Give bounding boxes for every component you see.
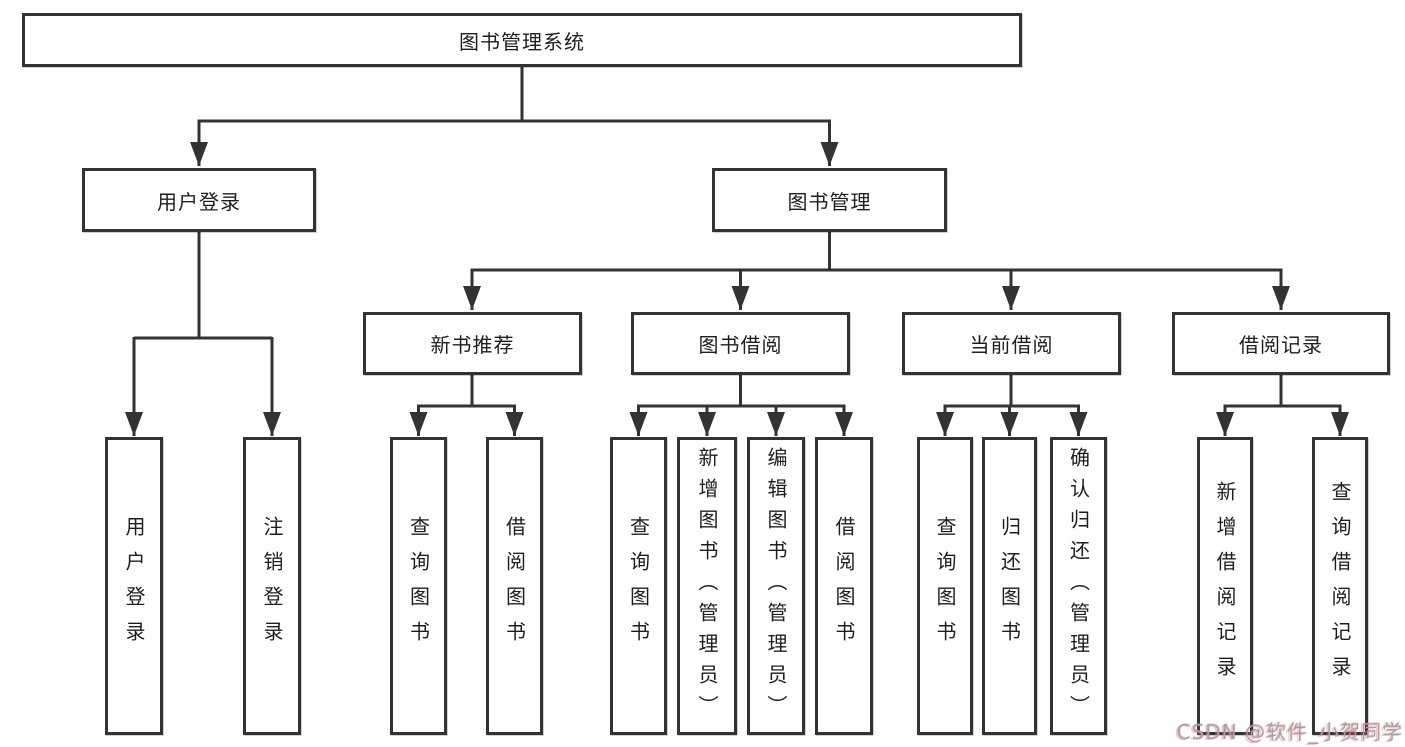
leaf-return-books: 归还图书 [982,437,1037,735]
node-current-borrowing: 当前借阅 [902,312,1121,375]
node-label: 新增借阅记录 [1213,481,1237,691]
node-label: 图书管理 [787,189,872,214]
node-label: 用户登录 [122,516,146,656]
leaf-query-borrow-record: 查询借阅记录 [1312,437,1368,735]
node-label: 当前借阅 [969,333,1054,357]
node-borrowing-records: 借阅记录 [1172,312,1390,375]
node-label: 查询图书 [406,516,431,656]
node-label: 编辑图书（管理员） [764,446,788,726]
node-label: 确认归还（管理员） [1066,446,1091,726]
leaf-confirm-return-admin: 确认归还（管理员） [1050,437,1107,735]
leaf-recommend-query-books: 查询图书 [390,437,447,735]
node-label: 查询借阅记录 [1328,481,1352,691]
node-book-borrowing: 图书借阅 [631,312,850,375]
node-label: 注销登录 [260,516,284,656]
leaf-current-query-books: 查询图书 [917,437,973,735]
leaf-logout: 注销登录 [243,437,301,735]
leaf-borrow-query-books: 查询图书 [610,437,667,735]
leaf-recommend-borrow-books: 借阅图书 [486,437,543,735]
node-label: 借阅图书 [502,516,527,656]
node-label: 归还图书 [997,516,1022,656]
node-library-system: 图书管理系统 [22,13,1022,67]
node-label: 新书推荐 [430,333,515,357]
node-book-management: 图书管理 [712,168,947,232]
node-label: 查询图书 [933,516,957,656]
leaf-add-books-admin: 新增图书（管理员） [677,437,737,735]
leaf-borrow-books: 借阅图书 [815,437,873,735]
node-new-book-recommend: 新书推荐 [363,312,582,375]
node-label: 查询图书 [626,516,651,656]
node-label: 借阅图书 [832,516,856,656]
node-label: 图书管理系统 [459,29,585,54]
node-user-login: 用户登录 [82,168,316,232]
leaf-add-borrow-record: 新增借阅记录 [1197,437,1253,735]
node-label: 新增图书（管理员） [695,446,719,726]
leaf-user-login: 用户登录 [105,437,163,735]
node-label: 图书借阅 [698,333,783,357]
csdn-watermark: CSDN @软件_小贺同学 [1176,720,1403,744]
leaf-edit-books-admin: 编辑图书（管理员） [747,437,805,735]
node-label: 借阅记录 [1239,333,1323,357]
node-label: 用户登录 [157,189,241,214]
connector-lines [125,67,1349,436]
